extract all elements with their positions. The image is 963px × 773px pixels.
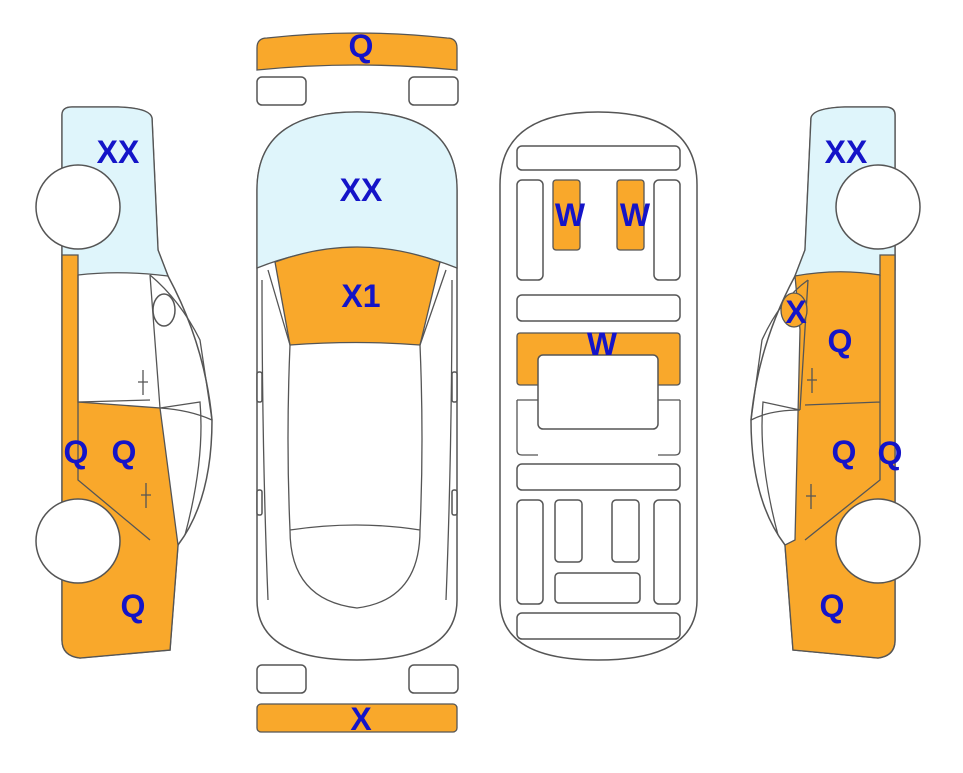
label-left-front-door-edge: Q <box>64 434 89 470</box>
right-front-wheel-icon <box>835 164 921 250</box>
right-door-handle-lower-icon <box>806 484 816 509</box>
front-left-door-panel <box>516 179 544 281</box>
left-front-wheel-icon <box>35 164 121 250</box>
right-door-lines <box>750 275 881 541</box>
label-left-fender: Q <box>121 588 146 624</box>
trunk-right-compartment <box>611 499 640 563</box>
top-view <box>256 32 459 733</box>
rear-floor-panel <box>537 354 659 430</box>
trunk-left-panel <box>516 499 544 605</box>
right-window-line <box>750 279 809 421</box>
left-side-view <box>35 106 213 659</box>
interior-view <box>499 111 698 661</box>
top-left-mirror <box>256 371 263 403</box>
label-rear-bench: W <box>587 326 618 362</box>
label-rear-bumper: X <box>350 701 372 737</box>
trunk-divider <box>516 463 681 491</box>
trunk-left-compartment <box>554 499 583 563</box>
left-door-handle-lower-icon <box>141 483 151 508</box>
label-top-windshield: XX <box>340 172 383 208</box>
front-left-seat <box>552 179 581 251</box>
left-door-handle-upper-icon <box>138 370 148 395</box>
label-right-upper-door: Q <box>828 323 853 359</box>
label-left-windshield: XX <box>97 134 140 170</box>
front-bumper-panel <box>256 32 458 71</box>
rear-shelf <box>516 612 681 640</box>
trunk-center-compartment <box>554 572 641 604</box>
label-right-fender: Q <box>820 588 845 624</box>
left-door-lines <box>77 274 213 541</box>
label-right-front-door-edge: Q <box>878 435 903 471</box>
top-right-mirror <box>451 371 458 403</box>
label-right-mirror: X <box>785 294 807 330</box>
label-front-bumper: Q <box>349 28 374 64</box>
label-seat-left: W <box>555 197 586 233</box>
top-left-handle <box>256 489 263 516</box>
front-left-light <box>256 76 307 106</box>
dashboard <box>516 145 681 171</box>
label-left-front-door: Q <box>112 434 137 470</box>
front-right-door-panel <box>653 179 681 281</box>
left-rear-wheel-icon <box>35 498 121 584</box>
rear-right-light <box>408 664 459 694</box>
left-window-line <box>149 274 213 421</box>
damage-labels: XX Q Q Q Q XX X1 X W W W XX X Q Q Q Q <box>64 28 903 737</box>
label-right-front-door: Q <box>832 434 857 470</box>
front-right-seat <box>616 179 645 251</box>
top-right-handle <box>451 489 458 516</box>
top-inner-lines <box>261 269 453 609</box>
center-console <box>516 294 681 322</box>
label-hood: X1 <box>341 278 380 314</box>
label-right-windshield: XX <box>825 134 868 170</box>
hood-panel <box>274 246 441 346</box>
rear-left-light <box>256 664 307 694</box>
right-rear-wheel-icon <box>835 498 921 584</box>
right-side-view <box>750 106 921 659</box>
right-door-handle-upper-icon <box>807 368 817 393</box>
right-mirror-icon <box>780 292 808 328</box>
trunk-right-panel <box>653 499 681 605</box>
front-right-light <box>408 76 459 106</box>
label-seat-right: W <box>620 197 651 233</box>
rear-bumper-panel <box>256 703 458 733</box>
left-mirror-icon <box>152 293 176 327</box>
rear-side-lines <box>516 399 681 456</box>
